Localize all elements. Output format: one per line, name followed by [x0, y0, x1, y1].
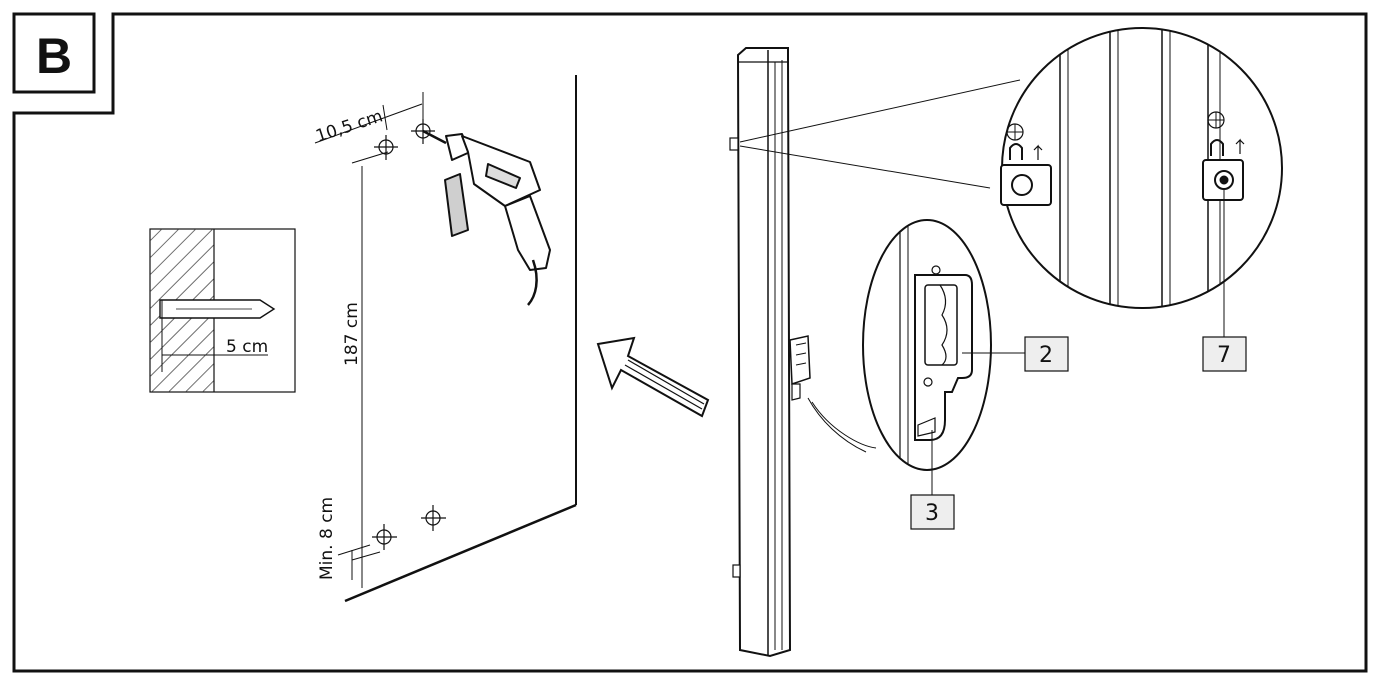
- detail-leader-lines: [739, 79, 1021, 189]
- hole-spacing-dimension: [314, 92, 424, 144]
- post-icon: [729, 47, 811, 658]
- callout-3-label: 3: [925, 501, 939, 526]
- handle-detail-oval: [807, 219, 1025, 495]
- callout-7-label: 7: [1217, 343, 1231, 368]
- bracket-icon: [1202, 111, 1245, 201]
- callout-7: 7: [1202, 336, 1247, 372]
- min-floor-dimension: [337, 544, 371, 580]
- callout-2: 2: [1024, 336, 1069, 372]
- callout-2-label: 2: [1039, 343, 1053, 368]
- wall-section-icon: [149, 228, 296, 393]
- callout-3: 3: [910, 494, 955, 530]
- section-label-box: [12, 12, 96, 94]
- height-dimension: [351, 151, 389, 588]
- height-label: 187 cm: [342, 302, 362, 366]
- bracket-icon: [1000, 123, 1052, 206]
- drill-icon: [422, 129, 551, 306]
- bracket-detail-circle: [1000, 27, 1283, 309]
- outer-frame: [12, 12, 1368, 673]
- wall: [344, 75, 577, 603]
- min-floor-label: Min. 8 cm: [317, 497, 337, 580]
- hole-spacing-label: 10,5 cm: [313, 106, 385, 146]
- drill-depth-label: 5 cm: [226, 337, 268, 357]
- section-label: B: [36, 28, 72, 84]
- bottom-holes: [372, 505, 446, 550]
- arrow-icon: [596, 336, 710, 418]
